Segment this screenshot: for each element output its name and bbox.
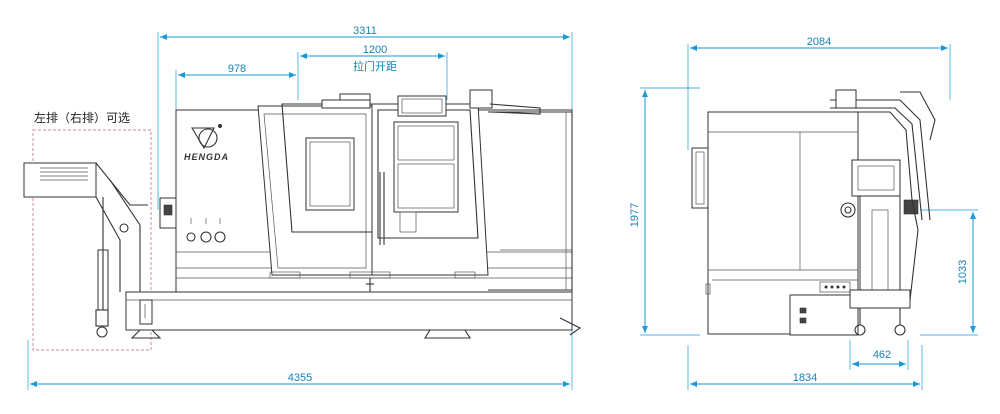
right-door [371,95,489,276]
front-view: 3311 1200 拉门开距 978 4355 左排（右排）可选 [23,25,582,390]
dim-depth-top-label: 2084 [807,36,831,48]
control-buttons [186,218,226,243]
dim-offset-label: 978 [228,63,246,75]
dimension-depth-top: 2084 [687,36,951,150]
dimension-overall-width: 3311 [157,25,573,210]
left-door [257,103,381,276]
dim-conveyor-height-label: 1033 [957,260,969,284]
dimension-height: 1977 [629,87,700,336]
dim-door-opening-label: 1200 [363,44,387,56]
dim-total-length-label: 4355 [288,372,312,384]
chip-conveyor-note: 左排（右排）可选 [34,110,130,125]
dimension-offset: 978 [175,63,296,110]
side-chip-conveyor [840,159,919,336]
dimension-conveyor-height: 1033 [920,209,978,336]
dimension-door-opening: 1200 拉门开距 [297,44,448,100]
dim-conveyor-offset-label: 462 [873,349,891,361]
base-details [269,271,476,292]
top-covers [321,89,541,115]
side-top-guards [830,89,936,221]
side-view: 2084 1977 1033 462 1834 [629,36,978,390]
hengda-logo: HENGDA [184,124,229,162]
dimension-depth-bottom: 1834 [687,345,923,390]
brand-name: HENGDA [184,152,229,162]
machine-base [125,291,582,339]
door-opening-caption: 拉门开距 [353,59,397,73]
dimension-conveyor-offset: 462 [849,340,909,370]
rear-panel [488,111,573,291]
dim-height-label: 1977 [629,203,641,227]
dim-overall-width-label: 3311 [353,25,377,37]
conveyor-vent-grille [40,167,88,181]
electrical-cabinet [789,281,859,336]
dimension-total-length: 4355 [27,330,573,390]
chip-conveyor [23,129,152,351]
dim-depth-bottom-label: 1834 [793,372,817,384]
